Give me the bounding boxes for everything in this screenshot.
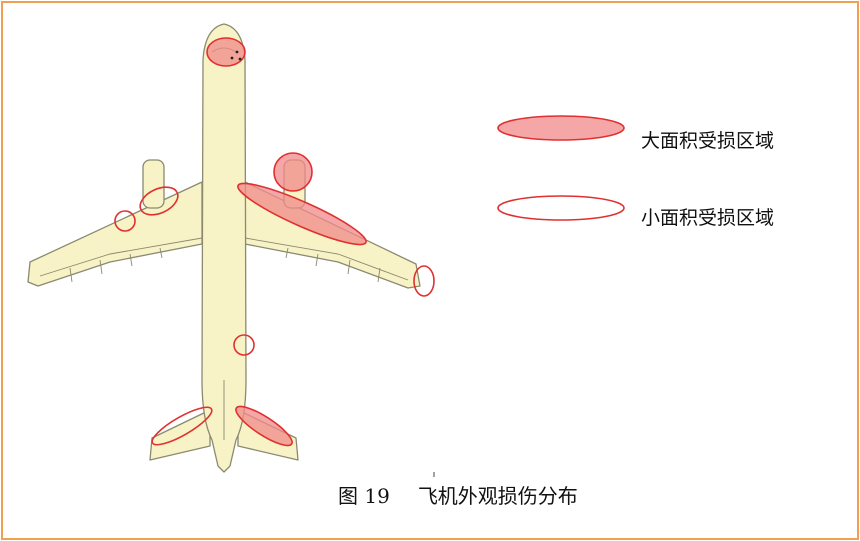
damage-small-left-engine xyxy=(139,186,179,216)
legend-large-swatch xyxy=(497,115,625,141)
figure-caption: 图 19 飞机外观损伤分布 xyxy=(338,480,578,509)
damage-small-left-wing xyxy=(114,210,136,232)
legend-small-swatch xyxy=(497,195,625,221)
damage-large-right-stabilizer xyxy=(235,405,293,447)
damage-small-fuselage xyxy=(233,334,255,356)
left-wing xyxy=(27,181,203,287)
damage-small-right-wingtip xyxy=(413,265,435,297)
damage-large-right-wing xyxy=(237,182,367,246)
legend-large-area-label: 大面积受损区域 xyxy=(641,130,775,152)
right-wing-flap-line xyxy=(244,237,409,281)
figure-number: 图 19 xyxy=(338,484,390,508)
left-wing-flap-line xyxy=(39,237,203,277)
damage-small-left-stabilizer xyxy=(151,406,213,446)
left-engine xyxy=(142,159,165,209)
fuselage xyxy=(201,23,247,473)
damage-large-right-engine xyxy=(273,152,313,192)
figure-title: 飞机外观损伤分布 xyxy=(417,484,578,508)
damage-large-nose xyxy=(206,37,246,67)
legend-small-area-label: 小面积受损区域 xyxy=(641,207,775,229)
